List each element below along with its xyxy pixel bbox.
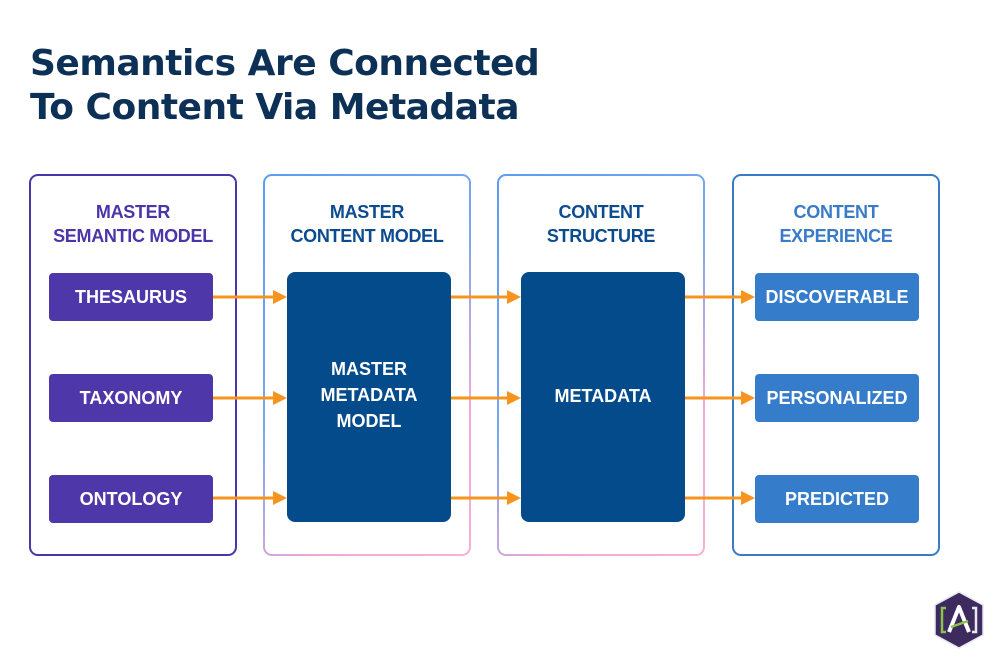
node-label-line: MASTER xyxy=(331,359,407,379)
arrowhead-icon xyxy=(507,491,521,505)
column-heading-line: CONTENT xyxy=(558,202,644,222)
arrowhead-icon xyxy=(273,391,287,405)
column-heading-line: MASTER xyxy=(329,202,405,222)
column-heading: MASTER CONTENT MODEL xyxy=(265,200,469,248)
node-thesaurus: THESAURUS xyxy=(49,273,213,321)
node-discoverable: DISCOVERABLE xyxy=(755,273,919,321)
page-title: Semantics Are Connected To Content Via M… xyxy=(30,42,540,130)
node-predicted: PREDICTED xyxy=(755,475,919,523)
arrowhead-icon xyxy=(273,290,287,304)
title-line-2: To Content Via Metadata xyxy=(30,87,520,128)
column-heading-line: SEMANTIC MODEL xyxy=(53,226,213,246)
node-master-metadata-model: MASTER METADATA MODEL xyxy=(287,272,451,522)
column-heading-line: EXPERIENCE xyxy=(779,226,893,246)
node-metadata: METADATA xyxy=(521,272,685,522)
title-line-1: Semantics Are Connected xyxy=(30,43,540,84)
column-heading-line: STRUCTURE xyxy=(546,226,656,246)
arrowhead-icon xyxy=(507,391,521,405)
arrowhead-icon xyxy=(741,491,755,505)
column-heading: CONTENT EXPERIENCE xyxy=(734,200,938,248)
column-heading-line: MASTER xyxy=(95,202,171,222)
column-heading-line: CONTENT xyxy=(793,202,879,222)
column-heading: MASTER SEMANTIC MODEL xyxy=(31,200,235,248)
bracket-a-logo-icon xyxy=(934,591,984,649)
node-taxonomy: TAXONOMY xyxy=(49,374,213,422)
arrowhead-icon xyxy=(741,391,755,405)
node-personalized: PERSONALIZED xyxy=(755,374,919,422)
node-label-line: METADATA xyxy=(320,385,418,405)
node-label-line: MODEL xyxy=(336,411,402,431)
column-heading-line: CONTENT MODEL xyxy=(290,226,444,246)
node-label-line: METADATA xyxy=(554,386,652,406)
column-heading: CONTENT STRUCTURE xyxy=(499,200,703,248)
node-ontology: ONTOLOGY xyxy=(49,475,213,523)
arrowhead-icon xyxy=(507,290,521,304)
arrowhead-icon xyxy=(273,491,287,505)
arrowhead-icon xyxy=(741,290,755,304)
